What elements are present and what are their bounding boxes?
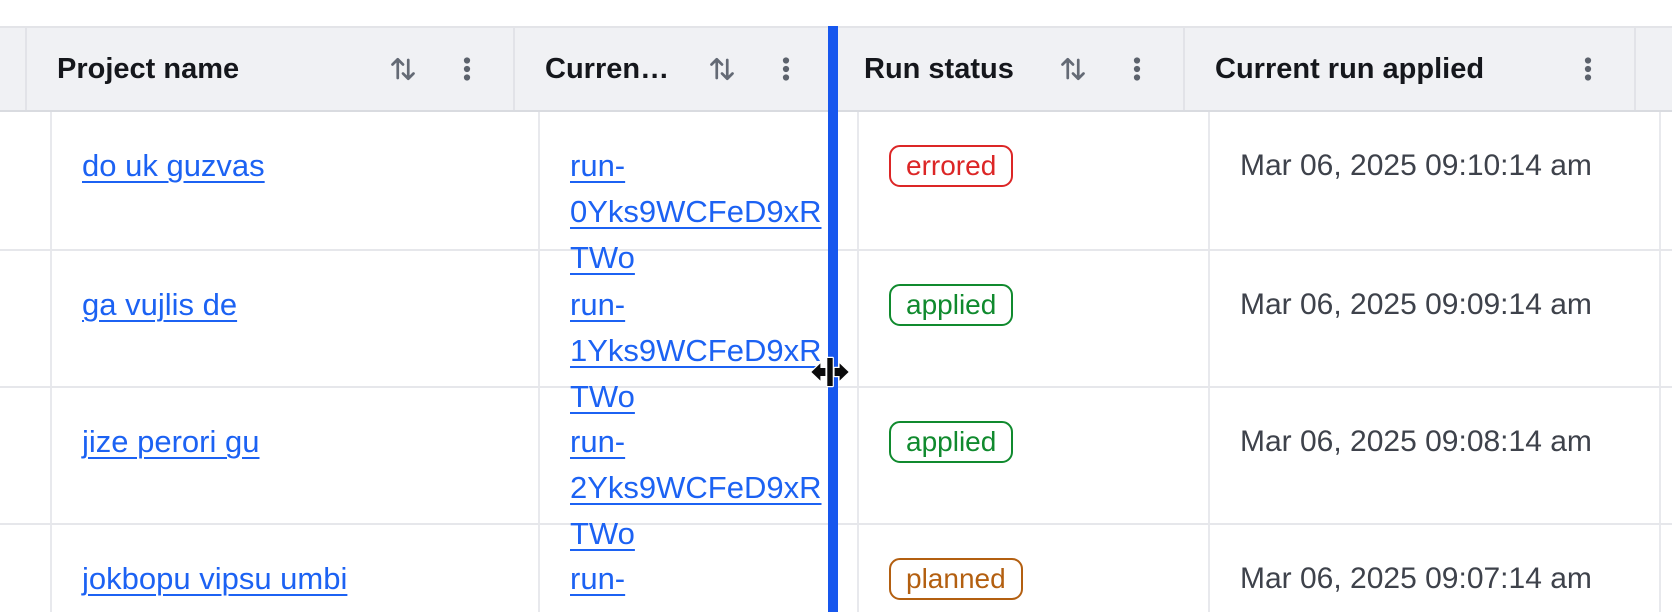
header-cell-current-run: Curren…: [515, 28, 834, 110]
project-name-cell: jokbopu vipsu umbi: [52, 525, 540, 612]
sort-icon[interactable]: [385, 51, 421, 87]
run-status-cell: applied: [859, 251, 1210, 386]
run-status-cell: errored: [859, 112, 1210, 249]
column-menu-kebab-icon[interactable]: [768, 51, 804, 87]
column-menu-kebab-icon[interactable]: [1119, 51, 1155, 87]
current-run-applied-cell: Mar 06, 2025 09:08:14 am: [1210, 388, 1661, 523]
run-status-badge: planned: [889, 558, 1023, 600]
current-run-cell: run-0Yks9WCFeD9xRTWo: [540, 112, 859, 275]
sort-icon[interactable]: [704, 51, 740, 87]
header-cell-current-run-applied: Current run applied: [1185, 28, 1636, 110]
clipped-cell: e: [1661, 112, 1672, 249]
header-spacer-cell: [0, 28, 27, 110]
run-status-cell: applied: [859, 388, 1210, 523]
run-status-badge: applied: [889, 421, 1014, 463]
clipped-cell: e: [1661, 388, 1672, 523]
project-name-cell: do uk guzvas: [52, 112, 540, 249]
project-link[interactable]: jize perori gu: [82, 424, 260, 459]
header-cell-run-status: Run status: [834, 28, 1185, 110]
row-spacer-cell: [0, 388, 52, 523]
column-label-project-name: Project name: [57, 52, 240, 85]
column-label-current-run: Curren…: [545, 52, 670, 85]
column-label-current-run-applied: Current run applied: [1215, 52, 1485, 85]
run-status-cell: planned: [859, 525, 1210, 612]
row-spacer-cell: [0, 525, 52, 612]
run-link[interactable]: run-3Yks9WCFeD9xRTWo: [570, 561, 822, 612]
clipped-cell: e: [1661, 251, 1672, 386]
column-menu-kebab-icon[interactable]: [1570, 51, 1606, 87]
project-name-cell: ga vujlis de: [52, 251, 540, 386]
clipped-cell: e: [1661, 525, 1672, 612]
current-run-cell: run-2Yks9WCFeD9xRTWo: [540, 388, 859, 551]
project-link[interactable]: jokbopu vipsu umbi: [82, 561, 348, 596]
current-run-cell: run-1Yks9WCFeD9xRTWo: [540, 251, 859, 414]
current-run-applied-cell: Mar 06, 2025 09:09:14 am: [1210, 251, 1661, 386]
run-status-badge: errored: [889, 145, 1014, 187]
run-status-badge: applied: [889, 284, 1014, 326]
column-resize-indicator[interactable]: [828, 26, 838, 612]
project-name-cell: jize perori gu: [52, 388, 540, 523]
current-run-cell: run-3Yks9WCFeD9xRTWo: [540, 525, 859, 612]
column-menu-kebab-icon[interactable]: [449, 51, 485, 87]
project-link[interactable]: do uk guzvas: [82, 148, 265, 183]
row-spacer-cell: [0, 112, 52, 249]
run-link[interactable]: run-2Yks9WCFeD9xRTWo: [570, 424, 822, 551]
run-link[interactable]: run-1Yks9WCFeD9xRTWo: [570, 287, 822, 414]
sort-icon[interactable]: [1055, 51, 1091, 87]
run-link[interactable]: run-0Yks9WCFeD9xRTWo: [570, 148, 822, 275]
current-run-applied-cell: Mar 06, 2025 09:07:14 am: [1210, 525, 1661, 612]
project-link[interactable]: ga vujlis de: [82, 287, 238, 322]
row-spacer-cell: [0, 251, 52, 386]
header-cell-clipped: V: [1636, 28, 1672, 110]
current-run-applied-cell: Mar 06, 2025 09:10:14 am: [1210, 112, 1661, 249]
header-cell-project-name: Project name: [27, 28, 515, 110]
column-label-run-status: Run status: [864, 52, 1014, 85]
